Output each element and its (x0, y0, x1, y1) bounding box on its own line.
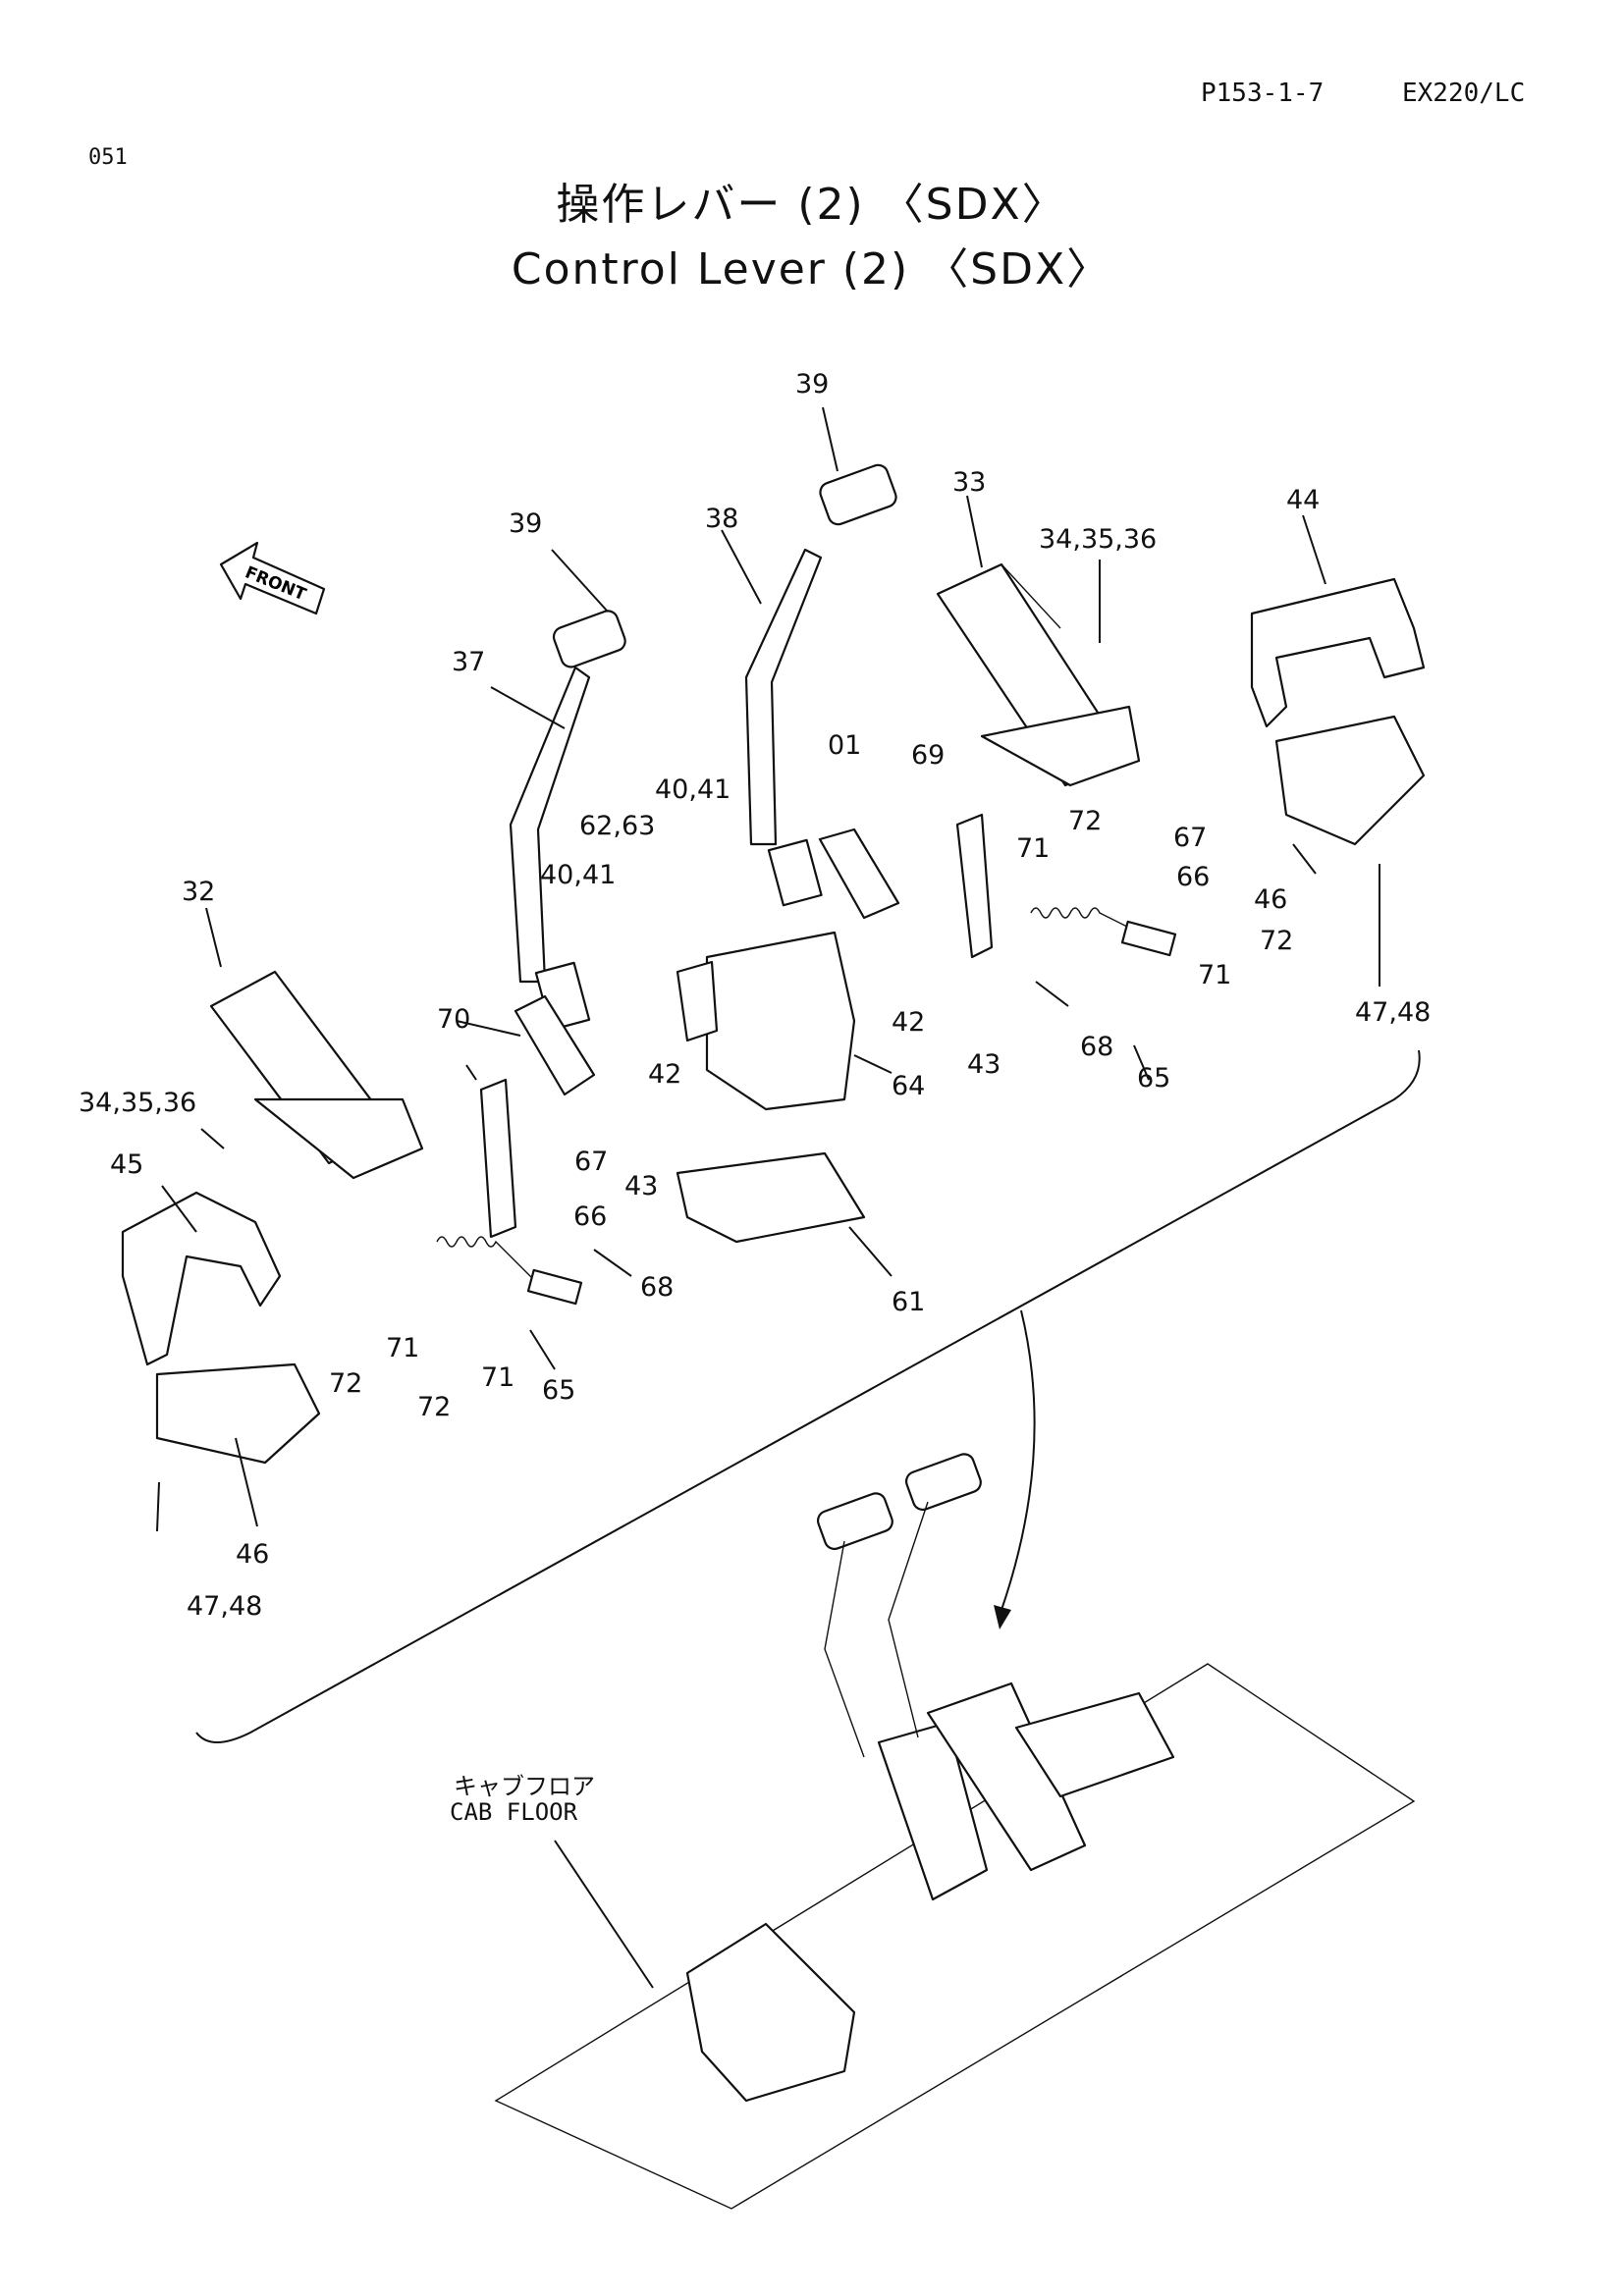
callout-43-right: 43 (967, 1049, 1001, 1080)
callout-47-48-left: 47,48 (187, 1591, 262, 1622)
callout-65-right: 65 (1137, 1063, 1170, 1094)
cab-floor-label-jp: キャブフロア (454, 1773, 595, 1800)
callout-45: 45 (110, 1149, 143, 1180)
callout-38: 38 (705, 504, 738, 534)
callout-40-41-left: 40,41 (540, 860, 616, 890)
bracket-70 (479, 1078, 517, 1239)
callout-43-left: 43 (624, 1171, 658, 1201)
assembly-arrow (1001, 1309, 1036, 1611)
leader-lines (156, 406, 1380, 1532)
title-japanese: 操作レバー (2) 〈SDX〉 (556, 180, 1067, 230)
model-number: EX220/LC (1402, 79, 1526, 108)
callout-72-right: 72 (1260, 926, 1293, 956)
pedal-32 (209, 970, 424, 1180)
callout-68-right: 68 (1080, 1032, 1113, 1062)
callout-66-left: 66 (573, 1201, 607, 1232)
callout-67-left: 67 (574, 1147, 608, 1177)
armrest-45 (121, 1191, 321, 1465)
title-english: Control Lever (2) 〈SDX〉 (511, 244, 1112, 294)
callout-44: 44 (1286, 485, 1320, 515)
front-arrow-icon: FRONT (219, 541, 326, 615)
sheet-number: 051 (88, 145, 128, 170)
spring-65-right (1030, 907, 1177, 957)
callout-34-35-36-left: 34,35,36 (79, 1088, 196, 1118)
exploded-view-frame (195, 1049, 1421, 1743)
valve-64 (676, 931, 856, 1111)
callout-68-left: 68 (640, 1272, 674, 1303)
callout-64: 64 (892, 1071, 925, 1101)
callout-67-right: 67 (1173, 823, 1207, 853)
callout-39-top: 39 (795, 369, 829, 400)
callout-69: 69 (911, 740, 945, 771)
callout-71-right: 71 (1198, 960, 1231, 990)
callout-33: 33 (952, 467, 986, 498)
callout-72-left-b: 72 (417, 1392, 451, 1422)
cab-floor-label-en: CAB FLOOR (450, 1798, 578, 1826)
callout-61: 61 (892, 1287, 925, 1317)
callout-72-left-a: 72 (329, 1368, 362, 1399)
bracket-01-right (818, 828, 900, 920)
pedal-33 (936, 562, 1141, 787)
callout-70: 70 (437, 1004, 470, 1035)
cab-floor-assembly (494, 1453, 1416, 2210)
bracket-01-left (514, 994, 596, 1096)
bracket-69 (955, 813, 994, 959)
cab-floor-leader (554, 1840, 654, 1989)
callout-65-left: 65 (542, 1375, 575, 1406)
spring-65-left (436, 1236, 583, 1306)
callout-71-left-b: 71 (481, 1362, 514, 1393)
callout-32: 32 (182, 877, 215, 907)
arrow-head-icon (994, 1605, 1011, 1629)
callout-46-left: 46 (236, 1539, 269, 1570)
callout-39-left: 39 (509, 508, 542, 539)
callout-01-right: 01 (828, 730, 861, 761)
lever-38 (744, 463, 897, 907)
callout-62-63: 62,63 (579, 811, 655, 841)
callout-40-41-right: 40,41 (655, 774, 730, 805)
callout-37: 37 (452, 647, 485, 677)
callout-42-right: 42 (892, 1007, 925, 1038)
callout-71-upper: 71 (1016, 833, 1050, 864)
callout-42-left: 42 (648, 1059, 681, 1090)
callout-71-left-a: 71 (386, 1333, 419, 1363)
callout-66-right: 66 (1176, 862, 1210, 892)
page-reference: P153-1-7 (1201, 79, 1325, 108)
callout-34-35-36-right: 34,35,36 (1039, 524, 1157, 555)
plate-61 (676, 1151, 866, 1244)
callout-47-48-right: 47,48 (1355, 997, 1431, 1028)
callout-72-upper: 72 (1068, 806, 1102, 836)
armrest-44 (1250, 577, 1426, 846)
callout-46-right: 46 (1254, 884, 1287, 915)
